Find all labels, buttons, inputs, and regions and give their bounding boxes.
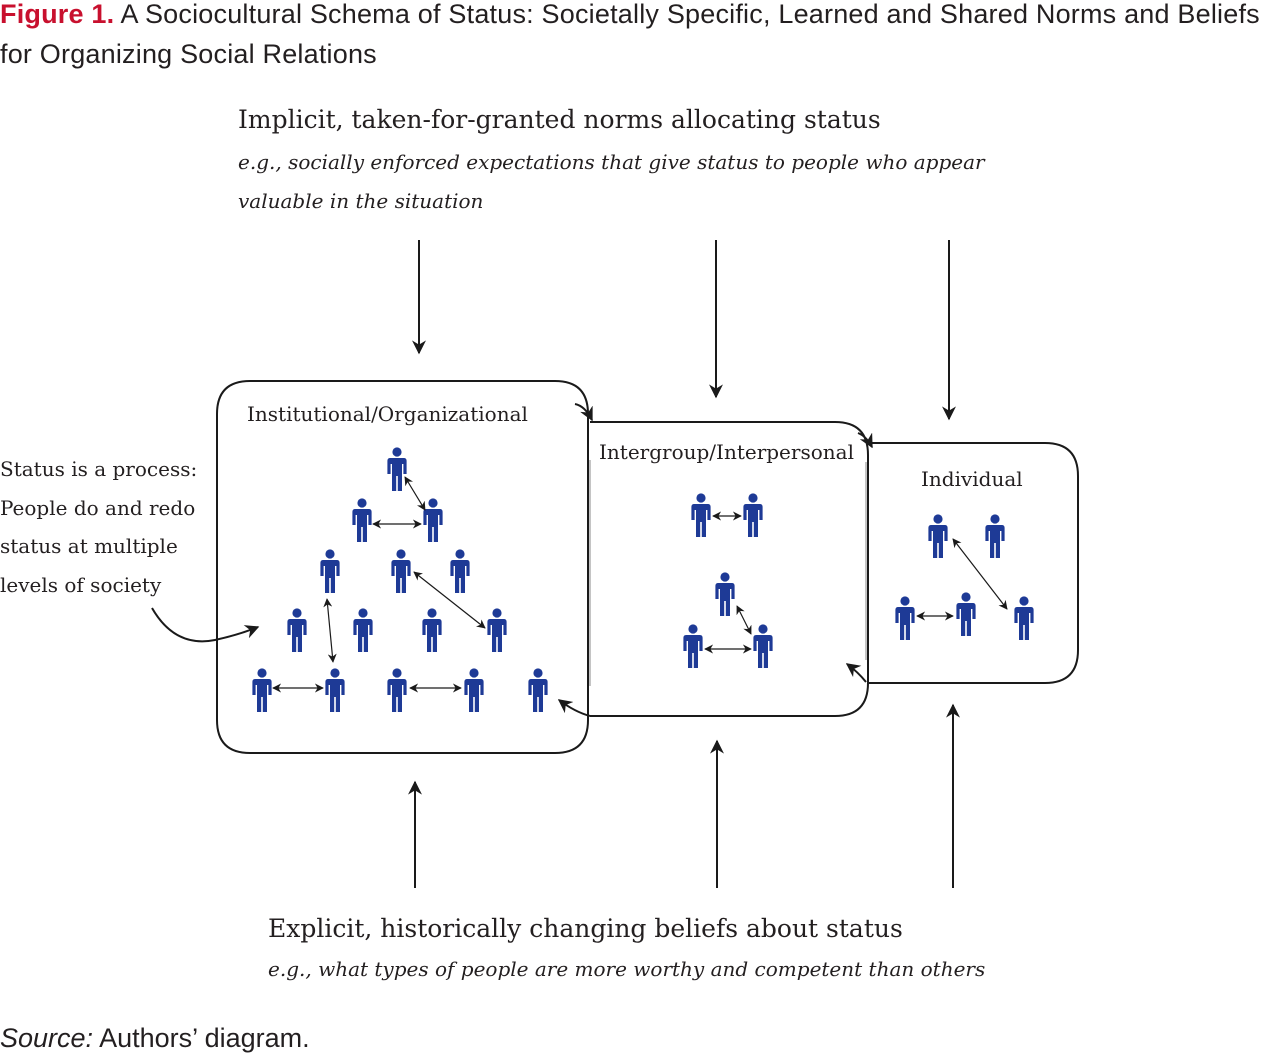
source-text: Authors’ diagram.: [99, 1023, 310, 1053]
person-icon: [423, 498, 443, 542]
person-icon: [387, 668, 407, 712]
double-headed-arrow-icon: [323, 598, 337, 663]
joint-arrow-top-left: [574, 403, 593, 422]
person-icon: [715, 572, 735, 616]
person-icon: [464, 668, 484, 712]
person-icon: [753, 624, 773, 668]
figure-caption-text: A Sociocultural Schema of Status: Societ…: [0, 0, 1260, 69]
person-icon: [352, 498, 372, 542]
source-label: Source:: [0, 1023, 94, 1053]
double-headed-arrow-icon: [413, 571, 486, 629]
double-headed-arrow-icon: [404, 476, 426, 511]
intergroup-box: [590, 421, 869, 717]
person-icon: [487, 608, 507, 652]
intergroup-people: [683, 493, 773, 668]
person-icon: [1014, 596, 1034, 640]
person-icon: [320, 549, 340, 593]
institutional-label: Institutional/Organizational: [247, 402, 528, 426]
person-icon: [387, 447, 407, 491]
beliefs-example: e.g., what types of people are more wort…: [268, 957, 986, 981]
person-icon: [743, 493, 763, 537]
person-icon: [450, 549, 470, 593]
process-note: Status is a process: People do and redo …: [0, 457, 198, 597]
individual-people: [895, 514, 1034, 640]
beliefs-title: Explicit, historically changing beliefs …: [268, 914, 903, 943]
person-icon: [325, 668, 345, 712]
norms-title: Implicit, taken-for-granted norms alloca…: [238, 105, 881, 134]
individual-box: [868, 442, 1079, 684]
source-line: Source: Authors’ diagram.: [0, 1020, 310, 1056]
person-icon: [895, 596, 915, 640]
joint-arrow-bottom-right: [845, 663, 867, 683]
double-headed-arrow-icon: [952, 538, 1008, 610]
individual-label: Individual: [921, 467, 1023, 491]
individual-relations: [916, 538, 1008, 621]
double-headed-arrow-icon: [736, 605, 752, 635]
institutional-people: [252, 447, 548, 712]
institutional-box: [216, 380, 589, 754]
joint-arrow-bottom-left: [557, 699, 591, 717]
intergroup-label: Intergroup/Interpersonal: [599, 440, 854, 464]
person-icon: [985, 514, 1005, 558]
person-icon: [422, 608, 442, 652]
person-icon: [353, 608, 373, 652]
person-icon: [252, 668, 272, 712]
person-icon: [956, 592, 976, 636]
process-note-arrow: [151, 607, 260, 643]
norms-example: e.g., socially enforced expectations tha…: [238, 150, 985, 213]
person-icon: [691, 493, 711, 537]
intergroup-relations: [704, 511, 752, 654]
person-icon: [528, 668, 548, 712]
person-icon: [683, 624, 703, 668]
figure-label: Figure 1.: [0, 0, 115, 29]
institutional-relations: [272, 476, 486, 693]
person-icon: [287, 608, 307, 652]
person-icon: [391, 549, 411, 593]
figure-caption: Figure 1. A Sociocultural Schema of Stat…: [0, 0, 1280, 74]
joint-arrow-top-right: [857, 432, 873, 449]
person-icon: [928, 514, 948, 558]
